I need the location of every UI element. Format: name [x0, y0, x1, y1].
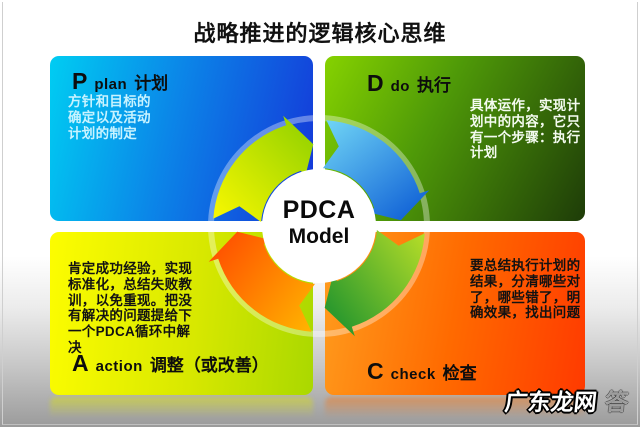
watermark-text: 广东龙网 — [503, 389, 598, 415]
watermark: 广东龙网 答 — [503, 383, 630, 417]
check-description: 要总结执行计划的 结果，分清哪些对 了，哪些错了，明 确效果，找出问题 — [470, 258, 581, 321]
watermark-ghost: 答 — [603, 389, 630, 415]
do-zh: 执行 — [416, 76, 451, 95]
cycle-arrow-do — [323, 120, 430, 221]
plan-description: 方针和目标的 确定以及活动 计划的制定 — [68, 94, 151, 141]
plan-heading: P plan 计划 — [72, 68, 168, 95]
do-description: 具体运作，实现计 划中的内容，它只 有一个步骤：执行 计划 — [470, 98, 581, 161]
reflection-left — [50, 397, 313, 423]
action-letter: A — [72, 350, 89, 376]
check-zh: 检查 — [442, 364, 477, 383]
reflection-right — [325, 397, 585, 423]
cycle-arrow-plan — [213, 115, 314, 222]
action-word: action — [95, 358, 143, 375]
do-word: do — [390, 78, 410, 95]
cycle-arrow-check — [324, 230, 425, 337]
cycle-arrow-action — [208, 231, 315, 332]
cycle-halo-ring — [208, 115, 430, 337]
check-heading: C check 检查 — [367, 358, 477, 385]
pdca-cycle-arrows — [208, 115, 430, 337]
check-word: check — [390, 366, 436, 383]
center-circle — [262, 169, 376, 283]
plan-zh: 计划 — [134, 74, 169, 93]
plan-word: plan — [94, 76, 128, 93]
check-letter: C — [367, 358, 384, 384]
do-letter: D — [367, 70, 384, 96]
action-zh: 调整（或改善） — [149, 356, 269, 375]
center-label: PDCA Model — [249, 196, 389, 250]
plan-letter: P — [72, 68, 88, 94]
action-heading: A action 调整（或改善） — [72, 350, 269, 377]
action-description: 肯定成功经验，实现 标准化，总结失败教 训，以免重现。把没 有解决的问题提给下 … — [68, 261, 193, 355]
diagram-title: 战略推进的逻辑核心思维 — [193, 21, 447, 46]
center-title: PDCA — [282, 196, 356, 224]
do-heading: D do 执行 — [367, 70, 451, 97]
center-subtitle: Model — [288, 225, 350, 248]
